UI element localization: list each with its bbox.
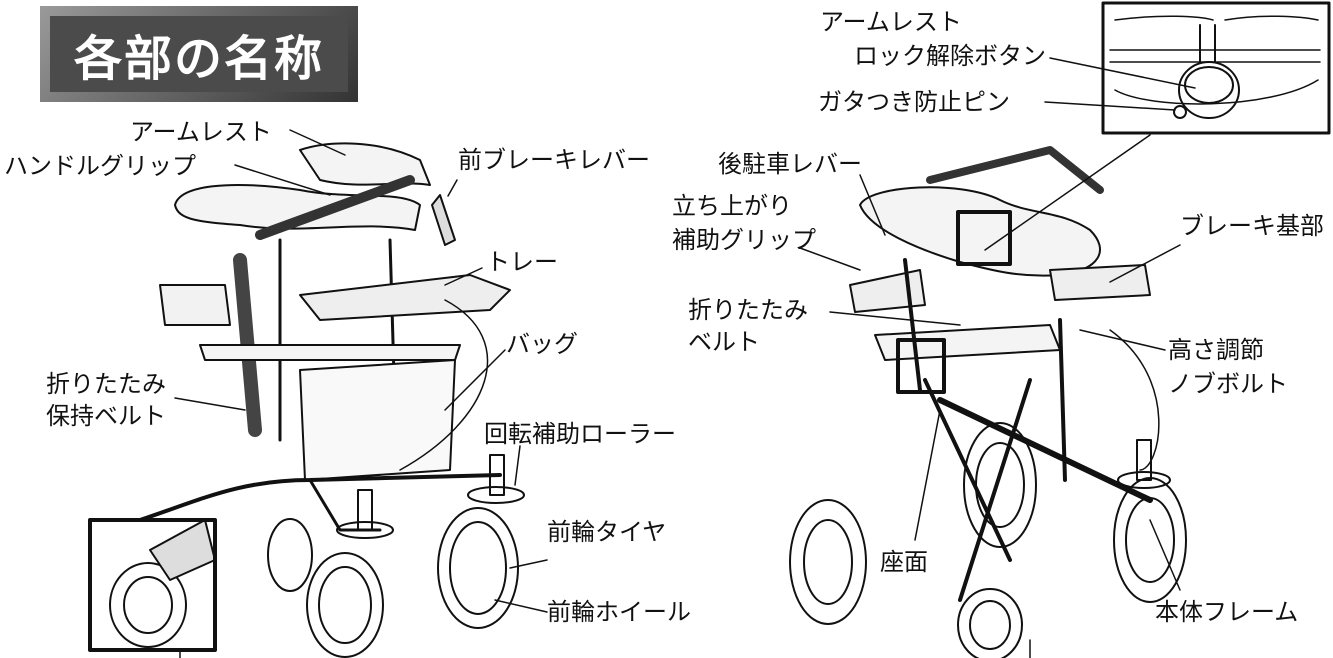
label-height-bolt-2: ノブボルト xyxy=(1168,370,1288,398)
page-title: 各部の名称 xyxy=(73,31,324,87)
label-bag: バッグ xyxy=(506,330,578,358)
label-anti-rattle-pin: ガタつき防止ピン xyxy=(818,88,1010,116)
title-inner: 各部の名称 xyxy=(50,16,348,92)
label-brake-base: ブレーキ基部 xyxy=(1180,212,1324,240)
label-height-bolt-1: 高さ調節 xyxy=(1168,336,1264,364)
label-armrest: アームレスト xyxy=(130,118,272,146)
label-front-wheel: 前輪ホイール xyxy=(547,598,691,626)
label-rear-parking-lever: 後駐車レバー xyxy=(718,150,862,178)
label-armrest-lock-1: アームレスト xyxy=(820,8,962,36)
label-standup-grip-1: 立ち上がり xyxy=(672,192,792,220)
label-tray: トレー xyxy=(486,248,558,276)
label-fold-hold-belt-2: 保持ベルト xyxy=(46,402,166,430)
left-walker-drawing xyxy=(88,142,525,658)
label-front-tire: 前輪タイヤ xyxy=(547,518,667,546)
label-body-frame: 本体フレーム xyxy=(1155,598,1299,626)
label-armrest-lock-2: ロック解除ボタン xyxy=(854,42,1046,70)
label-front-brake-lever: 前ブレーキレバー xyxy=(458,146,650,174)
label-standup-grip-2: 補助グリップ xyxy=(672,226,816,254)
right-walker-drawing xyxy=(789,146,1187,658)
label-fold-hold-belt-1: 折りたたみ xyxy=(46,370,166,398)
label-handle-grip: ハンドルグリップ xyxy=(4,152,196,180)
title-plate: 各部の名称 xyxy=(40,6,358,102)
inset-detail xyxy=(984,1,1331,251)
label-fold-belt-1: 折りたたみ xyxy=(688,296,808,324)
label-seat: 座面 xyxy=(880,548,928,576)
label-turn-roller: 回転補助ローラー xyxy=(484,420,676,448)
label-fold-belt-2: ベルト xyxy=(688,328,760,356)
